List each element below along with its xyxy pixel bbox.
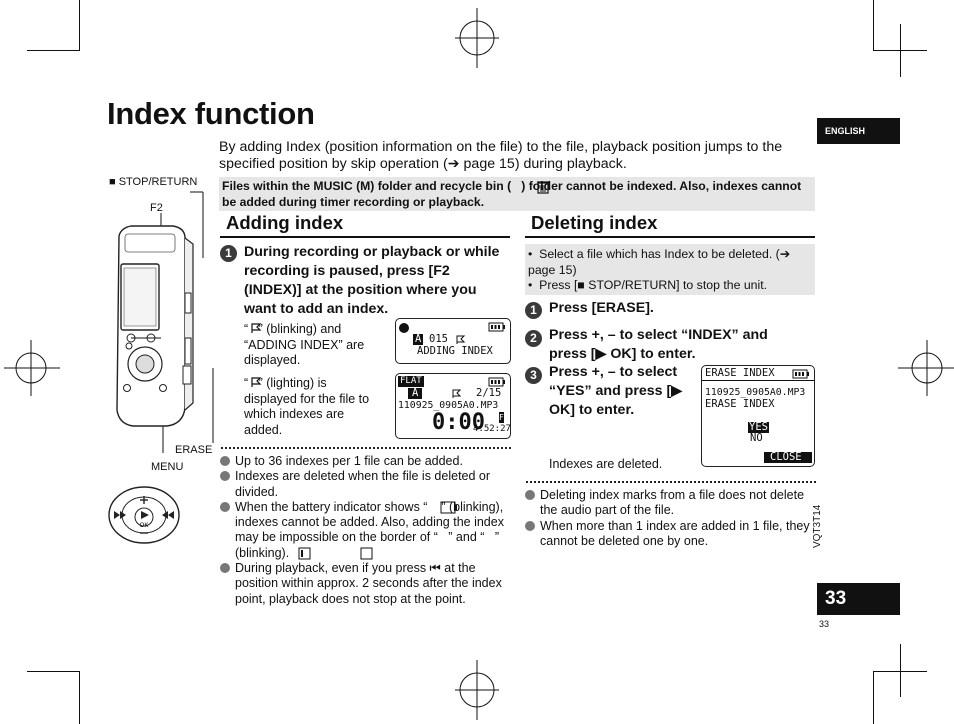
ok-label: OK bbox=[140, 523, 149, 529]
note-box: Files within the MUSIC (M) folder and re… bbox=[219, 177, 815, 211]
lcd-folder-badge: A bbox=[413, 333, 424, 345]
lcd-folder-badge: A bbox=[408, 388, 423, 399]
list-item: When more than 1 index are added in 1 fi… bbox=[525, 519, 810, 550]
list-item: Up to 36 indexes per 1 file can be added… bbox=[220, 454, 505, 469]
lcd-f-icon: F bbox=[499, 412, 504, 423]
dotted-divider bbox=[526, 481, 816, 483]
menu-label: MENU bbox=[151, 461, 184, 473]
f2-label: F2 bbox=[150, 202, 163, 214]
language-tab: ENGLISH bbox=[817, 118, 900, 144]
lcd-erase-index: ERASE INDEX 110925_0905A0.MP3 ERASE INDE… bbox=[701, 365, 815, 467]
battery-empty-icon bbox=[440, 501, 457, 514]
page-title: Index function bbox=[107, 96, 315, 131]
lcd-file-number: 015 bbox=[429, 333, 448, 345]
crop-mark bbox=[873, 671, 874, 724]
index-mark-icon bbox=[251, 377, 262, 387]
crop-mark bbox=[900, 24, 901, 77]
note-text: Files within the MUSIC (M) folder and re… bbox=[222, 179, 802, 209]
lcd-elapsed-time: 0:00 bbox=[432, 410, 485, 435]
deleting-index-heading: Deleting index bbox=[525, 212, 815, 238]
step-number-3: 3 bbox=[525, 367, 542, 384]
list-item: Indexes are deleted when the file is del… bbox=[220, 469, 505, 500]
step-number-1: 1 bbox=[525, 302, 542, 319]
crop-mark bbox=[27, 50, 80, 51]
lcd-playback: FLAT A 2/15 110925_0905A0.MP3 0:00 F 4:5… bbox=[395, 373, 511, 439]
step-number-1: 1 bbox=[220, 245, 237, 262]
document-code: VQT3T14 bbox=[812, 504, 823, 548]
voice-recorder-illustration bbox=[116, 191, 214, 453]
stop-return-label: ■ STOP/RETURN bbox=[109, 176, 198, 188]
list-item: When the battery indicator shows “ ” (bl… bbox=[220, 500, 505, 561]
deleting-step-1: Press [ERASE]. bbox=[549, 300, 654, 316]
adding-desc-1: “ ” (blinking) and “ADDING INDEX” are di… bbox=[244, 322, 365, 367]
recycle-bin-icon bbox=[537, 181, 549, 194]
battery-icon bbox=[488, 322, 505, 332]
lcd-adding-text: ADDING INDEX bbox=[417, 345, 493, 357]
deleting-notes-list: Deleting index marks from a file does no… bbox=[525, 488, 810, 549]
adding-index-heading: Adding index bbox=[220, 212, 510, 238]
deleting-step-3: Press +, – to select “YES” and press [▶ … bbox=[549, 364, 683, 418]
deleting-pre-1: • Select a file which has Index to be de… bbox=[528, 247, 791, 277]
page-number-tab: 33 bbox=[817, 583, 900, 615]
intro-text: By adding Index (position information on… bbox=[219, 139, 783, 172]
registration-mark-icon bbox=[4, 340, 60, 396]
lcd-erase-title: ERASE INDEX bbox=[705, 367, 775, 379]
registration-mark-icon bbox=[455, 8, 499, 68]
index-mark-icon bbox=[452, 389, 462, 398]
lcd-yes-option[interactable]: YES bbox=[748, 421, 769, 433]
control-pad-icon: OK bbox=[108, 486, 180, 544]
step-number-2: 2 bbox=[525, 330, 542, 347]
battery-empty-icon bbox=[360, 547, 373, 560]
deleting-step-2: Press +, – to select “INDEX” and press [… bbox=[549, 327, 768, 362]
index-mark-icon bbox=[456, 335, 466, 344]
record-dot-icon bbox=[399, 323, 409, 333]
deleting-result: Indexes are deleted. bbox=[549, 457, 663, 471]
erase-label: ERASE bbox=[175, 444, 213, 456]
registration-mark-icon bbox=[455, 660, 499, 720]
deleting-pre-2: • Press [■ STOP/RETURN] to stop the unit… bbox=[528, 278, 768, 292]
registration-mark-icon bbox=[898, 340, 954, 396]
crop-mark bbox=[900, 644, 901, 697]
adding-desc-2: “ ” (lighting) is displayed for the file… bbox=[244, 376, 370, 437]
adding-step-1: During recording or playback or while re… bbox=[244, 244, 500, 317]
crop-mark bbox=[27, 671, 80, 672]
lcd-file-name: 110925_0905A0.MP3 bbox=[705, 387, 806, 398]
dotted-divider bbox=[221, 447, 511, 449]
lcd-file-name: 110925_0905A0.MP3 bbox=[398, 400, 499, 411]
lcd-close-button[interactable]: CLOSE bbox=[770, 451, 802, 463]
adding-notes-list: Up to 36 indexes per 1 file can be added… bbox=[220, 454, 505, 607]
battery-icon bbox=[488, 377, 505, 387]
preparation-box bbox=[525, 244, 815, 295]
list-item: During playback, even if you press ⏮ at … bbox=[220, 561, 505, 607]
list-item: Deleting index marks from a file does no… bbox=[525, 488, 810, 519]
battery-low-icon bbox=[298, 547, 311, 560]
lcd-file-length: 4:52:27 bbox=[473, 424, 511, 434]
crop-mark bbox=[79, 671, 80, 724]
lcd-adding-index: A 015 ADDING INDEX bbox=[395, 318, 511, 364]
crop-mark bbox=[79, 0, 80, 50]
lcd-flat-badge: FLAT bbox=[398, 376, 424, 387]
lcd-erase-line: ERASE INDEX bbox=[705, 398, 775, 410]
lcd-no-option[interactable]: NO bbox=[750, 432, 763, 444]
crop-mark bbox=[873, 0, 874, 50]
lcd-file-count: 2/15 bbox=[476, 387, 502, 399]
battery-icon bbox=[792, 369, 809, 379]
page-number-small: 33 bbox=[819, 619, 830, 629]
index-mark-icon bbox=[251, 323, 262, 333]
